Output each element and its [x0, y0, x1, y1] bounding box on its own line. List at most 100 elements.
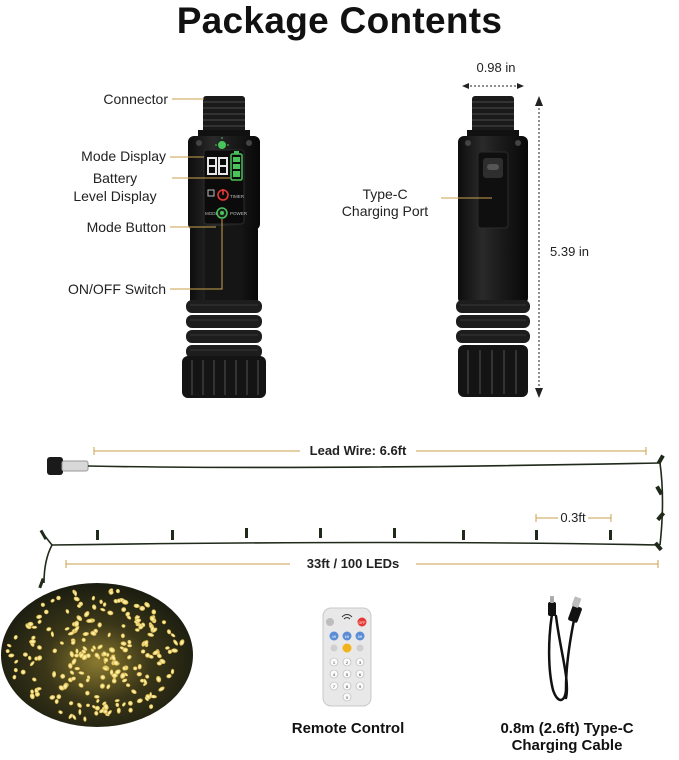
led-bulb [64, 627, 70, 631]
led-bulb [97, 622, 102, 628]
led-bulb [170, 633, 176, 638]
led-bulb [27, 621, 34, 627]
remote-key-0: 0 [346, 695, 349, 700]
usb-a-plug [568, 596, 582, 623]
led-bulb [107, 632, 111, 638]
led-bulb [134, 628, 140, 632]
battery-icon [230, 151, 243, 181]
page-title: Package Contents [176, 0, 503, 41]
led-bulb [115, 702, 120, 707]
type-c-label-line2: Charging Port [341, 203, 429, 219]
mode-button[interactable] [216, 207, 228, 219]
led-bulb [100, 674, 106, 680]
led-bulb [30, 689, 34, 694]
led-bulb [31, 635, 36, 640]
led-cluster-photo [1, 583, 193, 727]
led-bulb [166, 673, 172, 679]
power-label: POWER [230, 211, 248, 216]
led-bulb [143, 678, 148, 685]
led-bulb [40, 602, 46, 607]
remote-timer-1: 4H [332, 635, 337, 639]
led-bulb [102, 602, 107, 607]
led-bulb [111, 673, 118, 678]
remote-off-label: OFF [359, 621, 366, 625]
led-bulb [6, 643, 12, 648]
remote-key-4: 4 [333, 672, 336, 677]
led-bulb [114, 669, 121, 675]
cable-caption-line2: Charging Cable [511, 737, 623, 754]
led-bulb [94, 694, 100, 699]
led-bulb [144, 602, 151, 608]
led-bulb [143, 640, 149, 646]
mode-display-label: Mode Display [81, 148, 166, 164]
mode-display-digits [207, 157, 228, 175]
width-dimension-label: 0.98 in [476, 60, 516, 75]
led-bulb [83, 611, 90, 618]
led-bulb [34, 691, 40, 697]
callout-lines-left [170, 98, 230, 290]
led-bulb [103, 703, 109, 711]
led-bulb [27, 655, 32, 661]
led-bulb [77, 702, 82, 708]
usb-c-plug [548, 596, 556, 616]
cable-caption-line1: 0.8m (2.6ft) Type-C [500, 720, 634, 737]
led-bulb [69, 650, 75, 658]
led-bulb [29, 661, 35, 667]
led-bulb [74, 620, 80, 628]
remote-control-caption: Remote Control [291, 720, 405, 737]
remote-timer-2: 6H [345, 635, 350, 639]
led-bulb [107, 610, 114, 616]
led-bulb [99, 683, 105, 689]
led-bulb [36, 655, 43, 661]
led-bulb [92, 645, 96, 650]
led-bulb [108, 647, 116, 653]
timer-label: TIMER [230, 194, 245, 199]
led-bulb [148, 704, 154, 709]
led-bulb [158, 686, 165, 692]
lead-wire-label: Lead Wire: 6.6ft [309, 443, 407, 458]
led-bulb [37, 619, 42, 624]
led-bulb [43, 609, 49, 615]
led-bulb [71, 676, 76, 681]
led-bulb [58, 710, 63, 715]
led-bulb [78, 671, 85, 675]
led-bulb [139, 605, 146, 611]
led-bulb [86, 703, 90, 708]
led-bulb [29, 693, 35, 700]
led-bulb [140, 649, 146, 654]
led-bulb [8, 653, 15, 658]
battery-label-line2: Level Display [73, 188, 157, 204]
led-bulb [94, 710, 99, 716]
led-bulb [127, 639, 132, 645]
led-bulb [139, 678, 145, 683]
led-bulb [156, 653, 162, 659]
grip-ridges [186, 300, 262, 358]
led-bulb [67, 631, 75, 636]
led-bulb [13, 634, 18, 640]
led-bulb [49, 695, 56, 700]
bulb-spacing-label: 0.3ft [560, 510, 586, 525]
plug-connector [47, 457, 89, 475]
led-bulb [121, 599, 129, 605]
led-bulb [127, 700, 133, 706]
led-bulb [52, 648, 58, 654]
battery-label-line1: Battery [92, 170, 138, 186]
led-bulb [32, 677, 37, 682]
led-bulb [74, 666, 80, 671]
height-dimension-arrow [535, 96, 543, 398]
type-c-label-line1: Type-C [362, 186, 408, 202]
led-bulb [171, 648, 178, 653]
led-bulb [111, 678, 117, 684]
led-bulb [91, 604, 97, 610]
remote-key-2: 2 [346, 660, 349, 665]
led-bulb [106, 684, 111, 690]
led-bulb [54, 699, 59, 704]
led-bulb [60, 673, 66, 679]
led-bulb [56, 694, 62, 700]
led-bulb [125, 611, 131, 617]
led-bulb [68, 663, 73, 669]
connector-label: Connector [103, 91, 168, 107]
led-bulb [94, 705, 100, 711]
led-bulb [75, 648, 79, 654]
